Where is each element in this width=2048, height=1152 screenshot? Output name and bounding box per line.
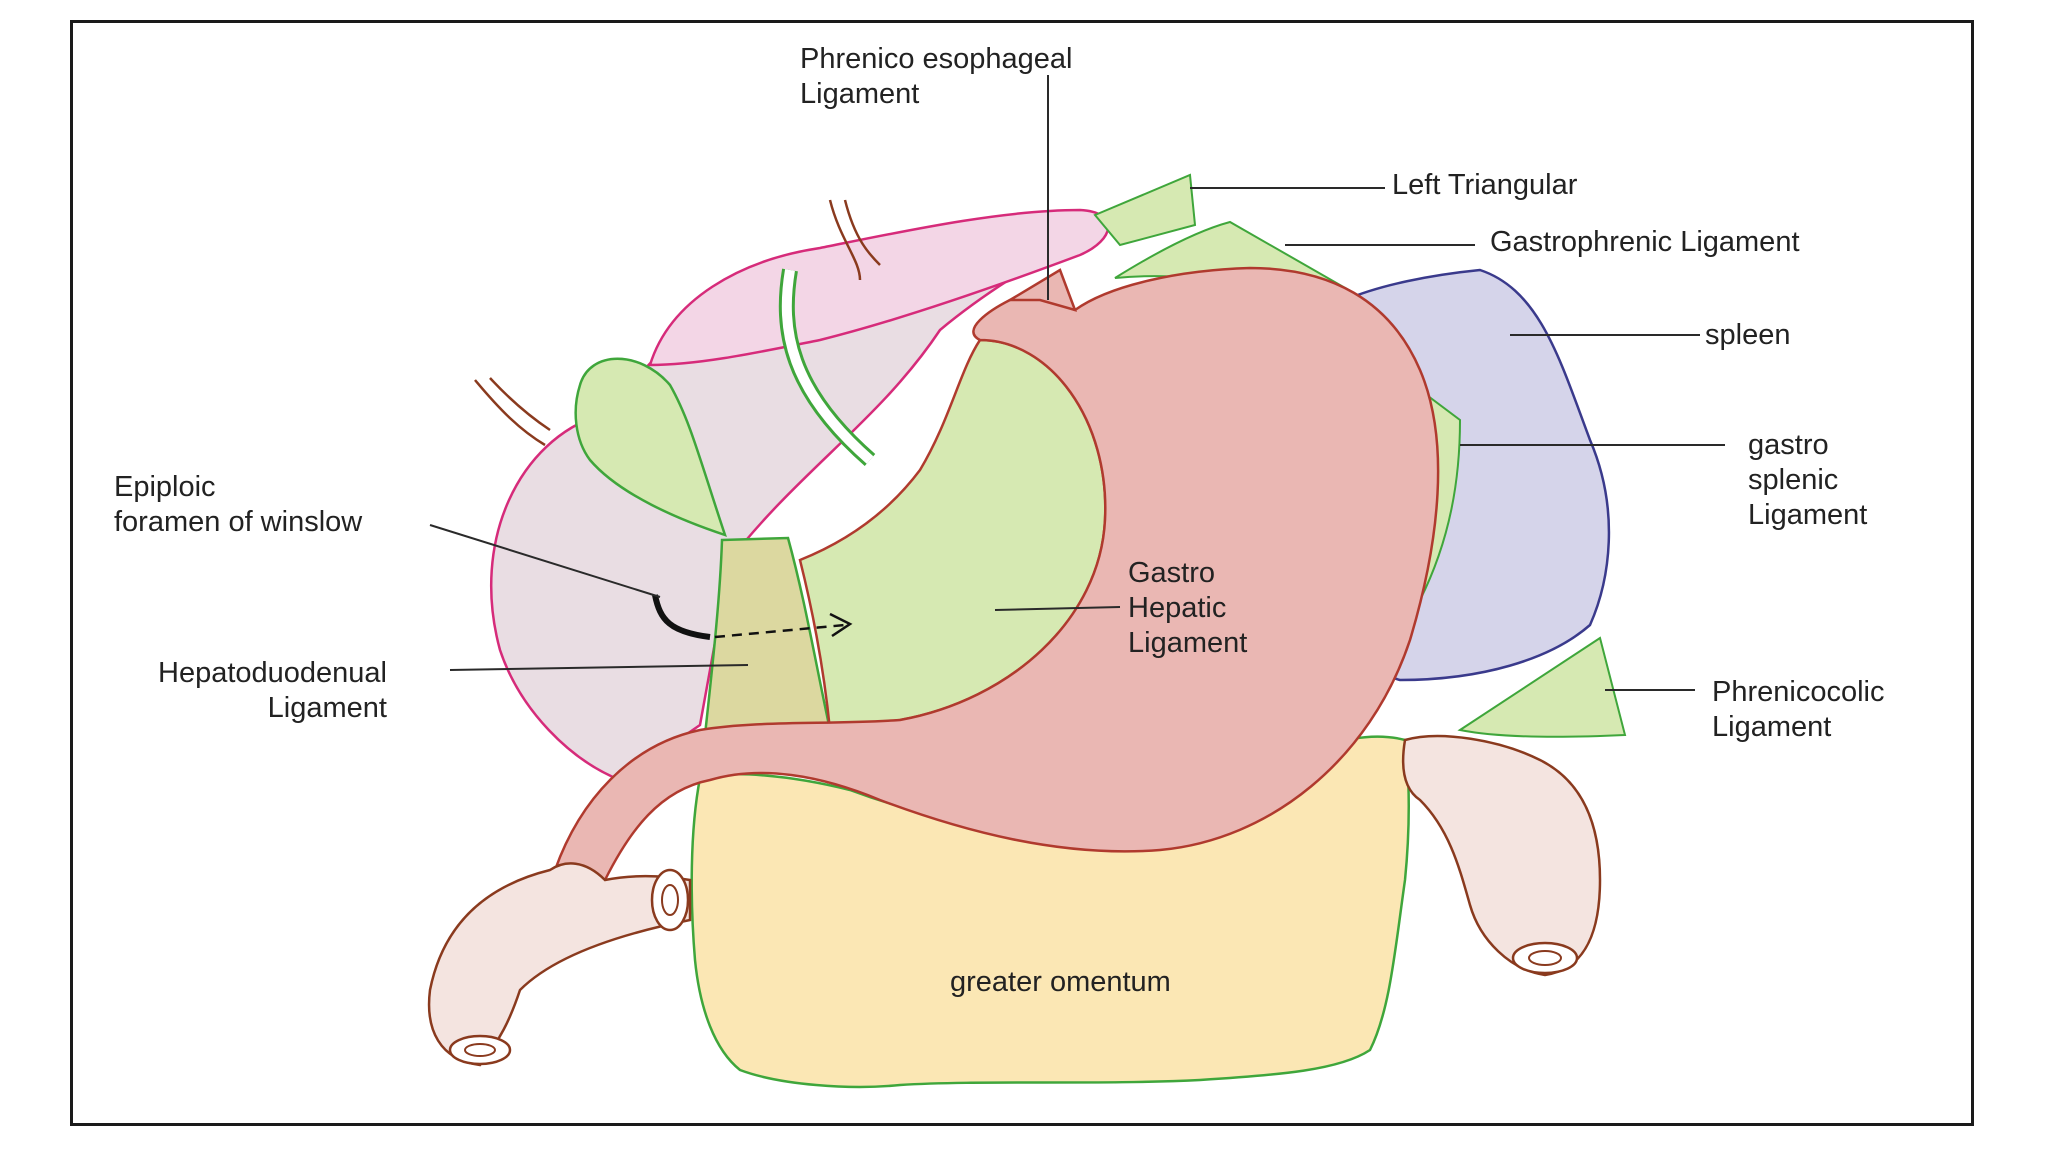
- esophagus: [1005, 268, 1078, 312]
- colon-left-opening: [448, 1034, 512, 1066]
- phrenicocolic-ligament: [1457, 636, 1627, 738]
- label-spleen: spleen: [1705, 319, 1791, 351]
- label-greater-omentum: greater omentum: [950, 966, 1171, 998]
- cystic-duct-loop: [474, 377, 551, 447]
- label-gastrosplenic-line1: gastro: [1748, 429, 1829, 461]
- label-gastrohepatic-line3: Ligament: [1128, 627, 1248, 659]
- label-epiploic-line1: Epiploic: [114, 471, 216, 503]
- leader-epiploic: [429, 524, 661, 598]
- label-phrenicocolic: Phrenicocolic Ligament: [1712, 675, 1884, 745]
- leader-lines: [429, 75, 1725, 691]
- leader-hepatoduodenal: [449, 664, 749, 671]
- left-triangular-ligament: [1093, 173, 1197, 247]
- epiploic-foramen-hook: [652, 594, 711, 640]
- hepatic-duct-loop: [828, 199, 881, 281]
- label-gastrohepatic: Gastro Hepatic Ligament: [1128, 556, 1247, 661]
- label-epiploic: Epiploic foramen of winslow: [114, 470, 362, 540]
- label-phrenico-esophageal-line1: Phrenico esophageal: [800, 43, 1073, 75]
- duodenum-opening: [650, 868, 690, 932]
- leader-gastrohepatic: [994, 606, 1121, 611]
- label-gastrohepatic-line2: Hepatic: [1128, 592, 1227, 624]
- label-left-triangular: Left Triangular: [1392, 169, 1578, 201]
- label-hepatoduodenal: Hepatoduodenual Ligament: [158, 656, 387, 726]
- label-epiploic-line2: foramen of winslow: [114, 506, 363, 538]
- colon-right: [1401, 734, 1602, 977]
- label-phrenico-esophageal-line2: Ligament: [800, 78, 920, 110]
- label-phrenicocolic-line2: Ligament: [1712, 711, 1832, 743]
- label-gastrosplenic-line2: splenic: [1748, 464, 1839, 496]
- caudate-lobe: [574, 357, 727, 537]
- colon-right-opening: [1511, 941, 1579, 975]
- label-gastrosplenic-line3: Ligament: [1748, 499, 1868, 531]
- label-gastrohepatic-line1: Gastro: [1128, 557, 1216, 589]
- label-phrenicocolic-line1: Phrenicocolic: [1712, 676, 1885, 708]
- label-hepatoduodenal-line2: Ligament: [267, 692, 387, 724]
- label-phrenico-esophageal: Phrenico esophageal Ligament: [800, 42, 1072, 112]
- diagram-frame: [70, 20, 1974, 1126]
- duodenum: [427, 862, 692, 1067]
- label-gastrosplenic: gastro splenic Ligament: [1748, 428, 1867, 533]
- label-hepatoduodenal-line1: Hepatoduodenual: [158, 657, 387, 689]
- epiploic-foramen-arrow: [714, 623, 846, 639]
- label-gastrophrenic: Gastrophrenic Ligament: [1490, 226, 1800, 258]
